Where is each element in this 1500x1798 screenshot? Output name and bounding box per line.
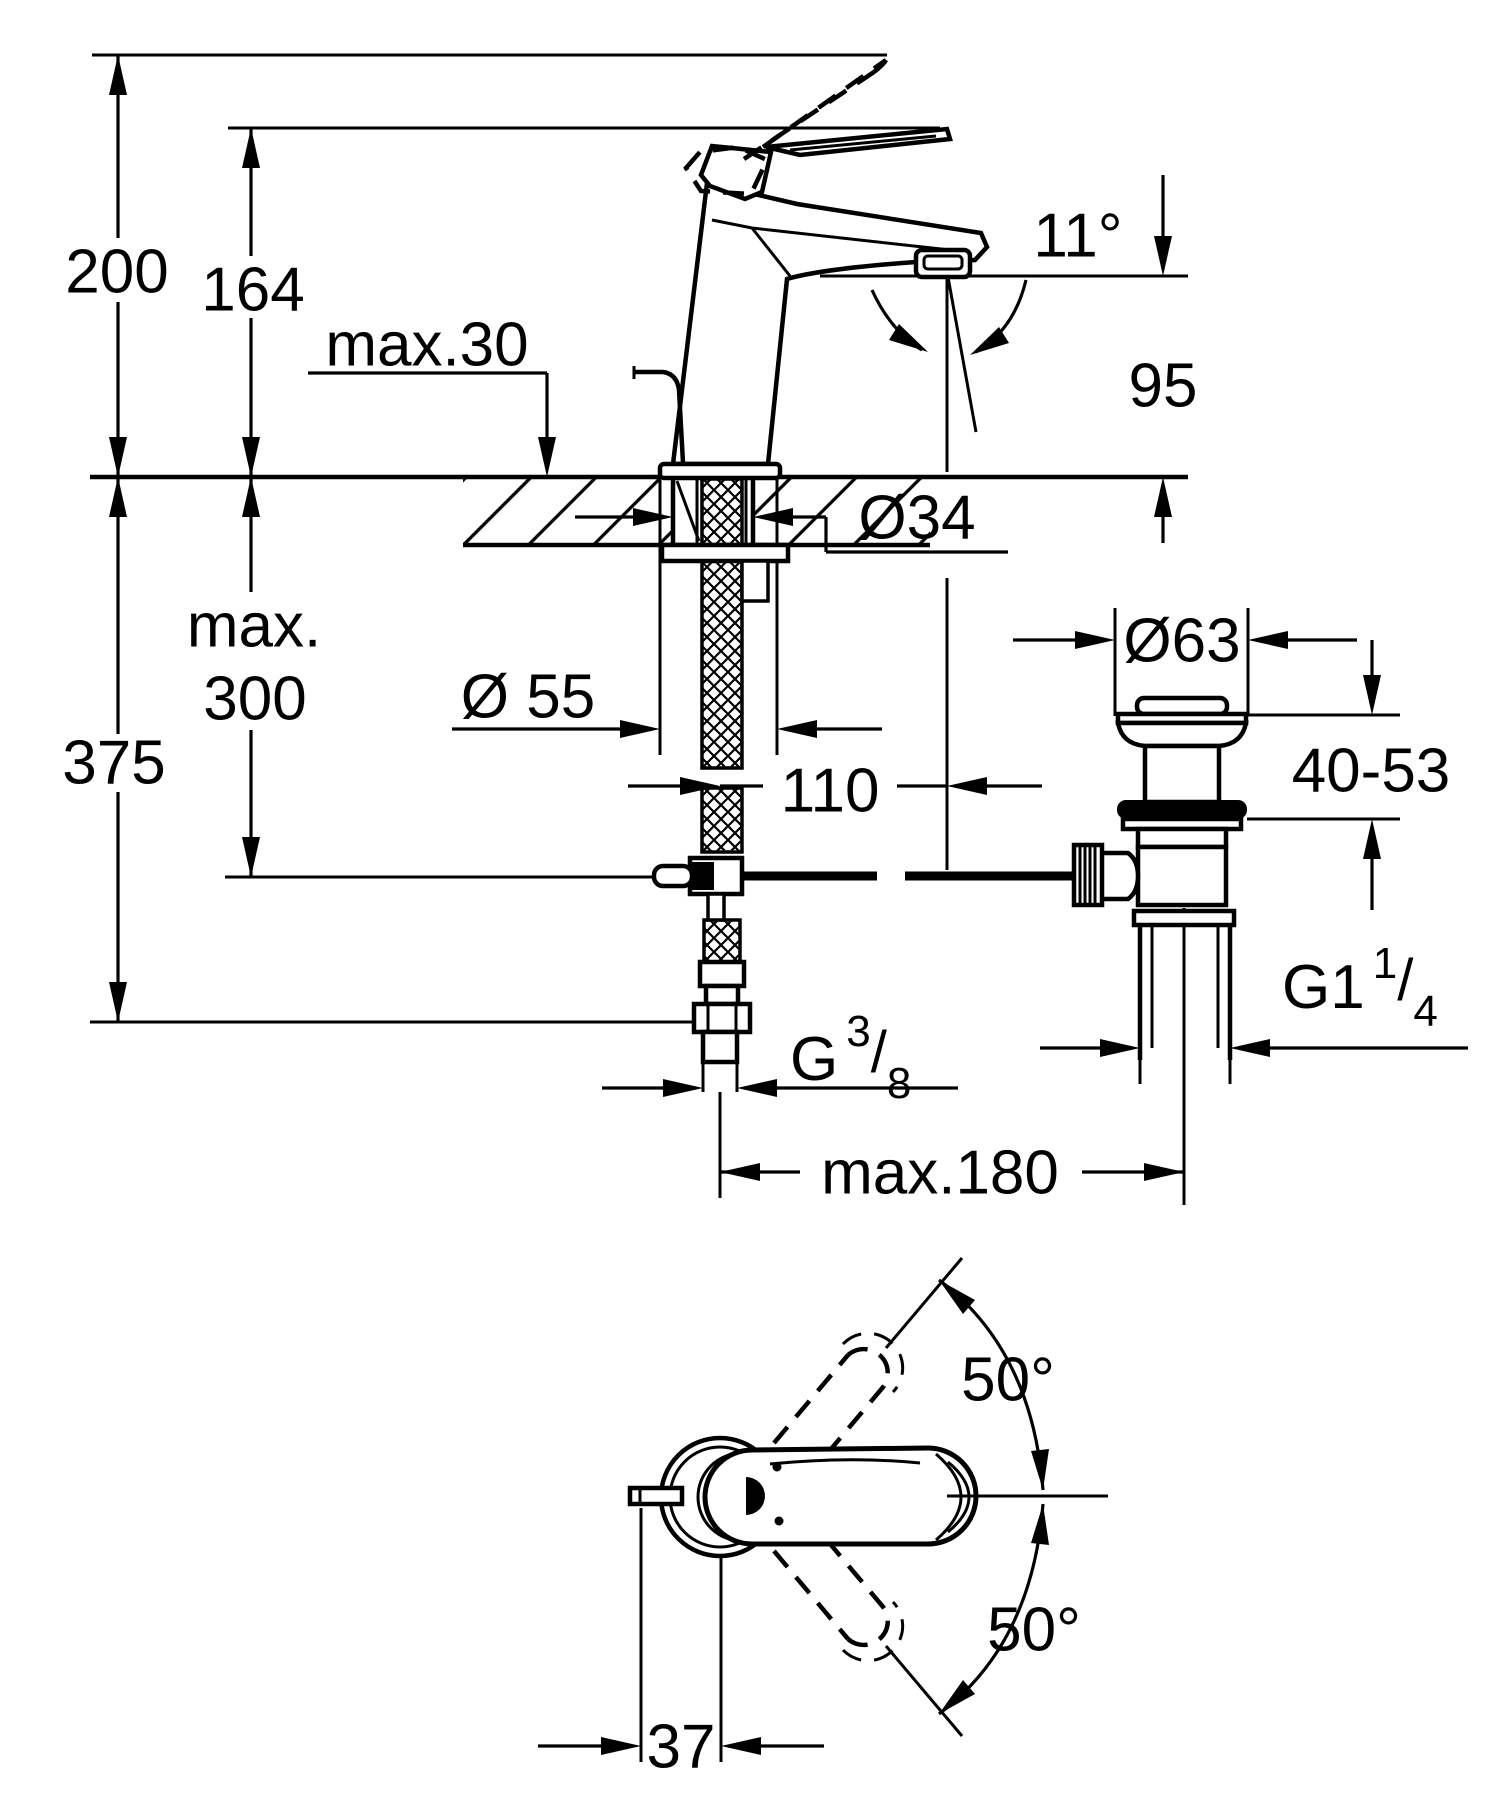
dim-max300-word: max. [187,592,321,661]
hose-fitting-step [697,959,747,989]
dim-375-label: 375 [62,729,165,798]
dim-d63-label: Ø63 [1123,607,1240,676]
spout-angle-graphics [870,276,1028,433]
dim-40-53: 40-53 [1292,640,1451,910]
supply-hose [659,477,791,1092]
dim-max30: max.30 [308,311,556,477]
dim-200: 200 [65,55,169,477]
waste-plug-cap [1134,695,1230,717]
dim-37-label: 37 [647,1713,716,1782]
dim-110: 110 [628,757,1042,826]
dim-50deg-down: 50° [884,1503,1081,1737]
pop-up-rod-linkage [651,855,1080,922]
hose-connection-nut [691,1001,753,1035]
dim-d34: Ø34 [575,484,1008,554]
dim-95-label: 95 [1129,352,1198,421]
mounting-clip [740,559,770,603]
dim-164-label: 164 [201,256,304,325]
dim-37: 37 [538,1508,824,1782]
waste-lever-knob [1071,842,1105,908]
dim-200-label: 200 [65,238,168,307]
plan-pop-up-rod [627,1485,685,1507]
dim-d55-label: Ø 55 [461,663,595,732]
dim-11deg-label: 11° [1033,202,1122,271]
dim-110-label: 110 [781,757,880,826]
dim-d34-label: Ø34 [858,484,975,553]
dim-95: 95 [1129,175,1198,543]
plan-view: 50° 50° 37 [538,1257,1108,1782]
water-stream-line [946,276,978,433]
faucet-body [632,58,990,481]
waste-valve-body [1135,844,1229,908]
dim-50deg-down-label: 50° [987,1596,1081,1665]
supply-thread-nipple [700,1029,740,1065]
dim-164: 164 [201,128,305,477]
dim-50deg-up-label: 50° [961,1346,1055,1415]
dim-50deg-up: 50° [884,1257,1055,1491]
lever-handle-up-dashed [683,58,889,197]
countertop-section [463,479,930,545]
dim-max180: max.180 [720,1139,1184,1208]
base-escutcheon [657,461,783,481]
dim-d63: Ø63 [1013,607,1357,676]
dim-max300: max. 300 [187,477,321,877]
dim-max30-label: max.30 [325,311,528,380]
handle-marking [746,1477,765,1515]
dim-11deg: 11° [1033,202,1122,271]
faucet-body-outline [670,180,990,467]
dim-d55: Ø 55 [452,663,882,738]
plan-handle [702,1445,979,1547]
dim-40-53-label: 40-53 [1292,737,1451,806]
dim-375: 375 [62,477,166,1022]
drain-assembly [1071,695,1249,1084]
dim-max180-label: max.180 [821,1139,1059,1208]
dim-max300-value: 300 [203,665,306,734]
mounting-washer [659,542,791,564]
waste-gasket [1117,800,1247,819]
pop-up-lift-rod [635,369,686,464]
